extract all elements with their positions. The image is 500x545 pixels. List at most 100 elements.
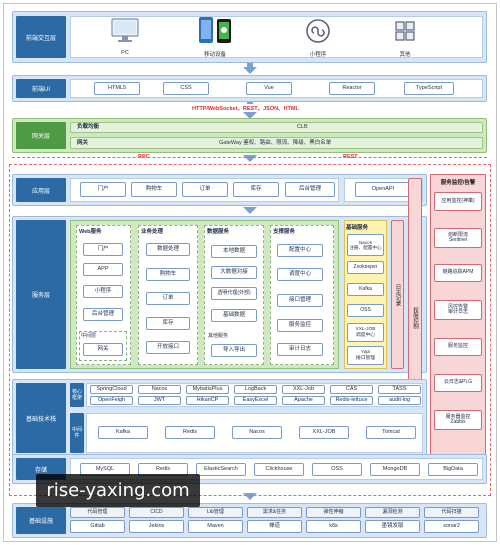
arrow-down-icon [243,155,257,162]
support-service-title: 支撑服务 [273,229,296,235]
web-mini-program-box: 小程序 [83,285,123,298]
infra-value-4: k8s [306,520,361,533]
core-framework-label: 核心 框架 [70,383,84,407]
infra-header-6: 代码扫描 [424,507,479,518]
core-framework-item-4: XXL-Job [282,385,325,394]
infra-header-3: 需求&任务 [247,507,302,518]
rpc-dash-line [12,157,487,158]
app-admin-box: 后台管理 [285,182,335,197]
core-framework-item-2-1: JWT [138,396,181,405]
app-inventory-box: 库存 [233,182,279,197]
core-framework-item-2-4: Apache [282,396,325,405]
biz-service-title: 业务处理 [141,229,164,235]
infrastructure-label: 基础设施 [16,507,66,534]
storage-item-6: BigData [428,463,478,476]
other-service-title: 其他服务 [208,333,229,339]
arrow-down-icon [243,112,257,119]
core-framework-item-2-6: audit-log [378,396,421,405]
infra-value-6: sonar2 [424,520,479,533]
core-framework-item-2-2: HikariCP [186,396,229,405]
log-record-bar: 日志记录 [391,220,404,369]
core-framework-item-2-3: EasyExcel [234,396,277,405]
middleware-item-0: Kafka [98,426,148,439]
monitor-title: 服务监控/告警 [440,180,476,186]
ui-reactor-box: Reactor [329,82,375,95]
monitor-cloudlog-box: 云日志&PLG [434,374,482,392]
application-label: 应用层 [16,178,66,202]
base-yapi-box: Yapi 接口管理 [347,346,384,365]
middleware-item-2: Nacos [232,426,282,439]
biz-cart-box: 购物车 [146,268,190,281]
mobile-device-icon [199,17,231,43]
protocols-text: HTTP/WebSocket、REST、JSON、HTML [192,106,299,112]
gateway-bar: 网关 GateWay 鉴权、路由、限流、降级、黑白名单 [70,137,483,149]
other-grid-icon [395,21,415,41]
biz-order-box: 订单 [146,292,190,305]
monitor-sentinel-box: 熔断限流 Sentinel [434,228,482,248]
mini-program-label: 小程序 [309,52,327,58]
monitor-zabbix-box: 服务器监控 Zabbix [434,410,482,430]
frontend-interaction-label: 前端交互层 [16,16,66,58]
ui-typescript-box: TypeScript [404,82,454,95]
data-basic-box: 基础数据 [211,309,257,322]
data-bigdata-box: 大数据对接 [211,266,257,279]
mid-layer-group [79,331,127,361]
other-label: 其他 [399,52,411,58]
web-service-title: Web服务 [79,229,102,235]
openapi-box: OpenAPI [355,182,411,197]
storage-item-5: MongoDB [370,463,420,476]
tech-stack-label: 基础技术栈 [16,383,66,453]
infra-value-2: Maven [188,520,243,533]
mid-gateway-box: 网关 [83,343,123,356]
web-admin-box: 后台管理 [83,308,123,321]
support-audit-log-box: 审计日志 [277,343,323,356]
infra-header-4: 弹性伸缩 [306,507,361,518]
web-portal-box: 门户 [83,243,123,256]
base-service-title: 基础服务 [346,225,369,231]
base-oss-box: OSS [347,304,384,317]
gateway-value: GateWay 鉴权、路由、限流、降级、黑白名单 [219,139,332,146]
middleware-item-4: Tomcat [366,426,416,439]
frontend-ui-label: 前端UI [16,79,66,98]
core-framework-item-3: LogBack [234,385,277,394]
arrow-stem [247,102,253,104]
arrow-down-icon [243,493,257,500]
monitor-apm-box: 链路追踪APM [434,264,482,282]
infra-value-1: Jekins [129,520,184,533]
data-local-box: 本地数据 [211,245,257,258]
base-xxljob-box: XXL-JOB 调度中心 [347,323,384,342]
monitor-app-box: 应用监控(神策) [434,192,482,211]
pc-label: PC [121,50,129,56]
desktop-pc-icon [111,18,139,42]
gateway-name-label: 网关 [77,139,89,146]
app-portal-box: 门户 [80,182,126,197]
web-app-box: APP [83,263,123,276]
middleware-item-3: XXL-JOB [299,426,349,439]
support-monitor-box: 服务监控 [277,319,323,332]
arrow-down-icon [243,67,257,74]
biz-data-processing-box: 数据处理 [146,243,190,256]
core-framework-item-2: MybatisPlus [186,385,229,394]
infra-header-5: 漏洞检测 [365,507,420,518]
storage-item-4: OSS [312,463,362,476]
core-framework-item-0: SpringCloud [90,385,133,394]
base-kafka-box: Kafka [347,283,384,296]
support-scheduler-box: 调度中心 [277,268,323,281]
storage-item-3: Clickhouse [254,463,304,476]
biz-inventory-box: 库存 [146,317,190,330]
load-balancer-value: CLB [297,124,308,131]
permission-control-text: 权限控制 [412,306,418,329]
base-zookeeper-box: Zookeeper [347,261,384,274]
ui-vue-box: Vue [246,82,292,95]
app-order-box: 订单 [182,182,228,197]
infra-header-2: Lib管理 [188,507,243,518]
infra-header-1: CICD [129,507,184,518]
app-cart-box: 购物车 [131,182,177,197]
data-service-title: 数据服务 [207,229,230,235]
infra-header-0: 代码管理 [70,507,125,518]
data-import-export-box: 导入导出 [211,344,257,357]
infra-value-5: 墨镜发版 [365,520,420,533]
service-label: 服务层 [16,220,66,369]
storage-item-2: ElasticSearch [196,463,246,476]
middleware-label: 中间 件 [70,413,84,453]
